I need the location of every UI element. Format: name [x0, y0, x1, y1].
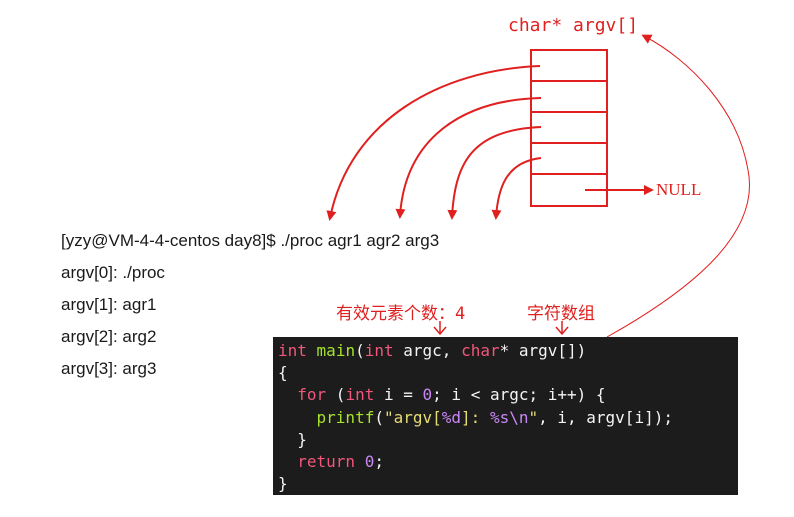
code-token: ; i < argc; i++) {: [432, 385, 606, 405]
arrow-argv1: [395, 97, 542, 219]
terminal-output-line: argv[3]: arg3: [61, 359, 157, 378]
code-line-6: return 0;: [278, 451, 738, 473]
code-token: "argv[: [383, 407, 442, 427]
code-token: 0: [364, 452, 375, 472]
arrow-to-title: [606, 34, 750, 338]
code-token: ": [528, 407, 539, 427]
code-token: (: [326, 385, 346, 405]
code-token: int: [364, 341, 394, 360]
code-token: (: [374, 407, 384, 427]
code-token: i =: [374, 385, 423, 405]
code-token: [355, 452, 365, 471]
arrow-argv0: [326, 65, 541, 221]
arrow-argv2: [447, 126, 542, 220]
code-token: argc,: [393, 341, 462, 360]
code-token: }: [297, 429, 307, 449]
terminal-prompt: [yzy@VM-4-4-centos day8]$ ./proc agr1 ag…: [61, 231, 440, 250]
code-token: (: [355, 341, 365, 360]
down-arrow-count: [433, 321, 447, 336]
annotation-array: 字符数组: [527, 304, 595, 324]
code-token: ]:: [461, 407, 490, 427]
null-label: NULL: [656, 180, 702, 199]
code-token: \n: [509, 407, 529, 427]
code-token: %d: [441, 407, 462, 427]
argv-array-box: [530, 49, 608, 207]
code-block: int main(int argc, char* argv[]) { for (…: [273, 337, 738, 495]
code-token: * argv[]): [499, 341, 587, 360]
code-token: int: [345, 385, 375, 405]
code-token: , i, argv[i]);: [538, 407, 673, 427]
terminal-output-line: argv[0]: ./proc: [61, 263, 165, 282]
annotation-count: 有效元素个数：4: [336, 304, 466, 324]
code-token: ;: [374, 452, 384, 472]
array-title: char* argv[]: [508, 15, 639, 36]
code-line-5: }: [278, 429, 738, 451]
code-line-3: for (int i = 0; i < argc; i++) {: [278, 384, 738, 406]
code-token: int: [278, 341, 307, 360]
code-token: 0: [422, 385, 433, 405]
terminal-output-line: argv[1]: agr1: [61, 295, 157, 314]
code-token: %s: [489, 407, 510, 427]
down-arrow-array: [555, 321, 569, 336]
code-line-1: int main(int argc, char* argv[]): [278, 340, 738, 362]
code-line-7: }: [278, 474, 288, 494]
code-token: char: [461, 341, 500, 360]
arrow-argv3: [491, 157, 542, 220]
code-line-2: {: [278, 363, 288, 383]
code-token: for: [297, 385, 327, 405]
code-token: printf: [316, 407, 375, 427]
code-line-4: printf("argv[%d]: %s\n", i, argv[i]);: [278, 407, 738, 429]
code-token: return: [297, 452, 356, 472]
code-token: main: [316, 341, 356, 360]
terminal-output-line: argv[2]: arg2: [61, 327, 157, 346]
